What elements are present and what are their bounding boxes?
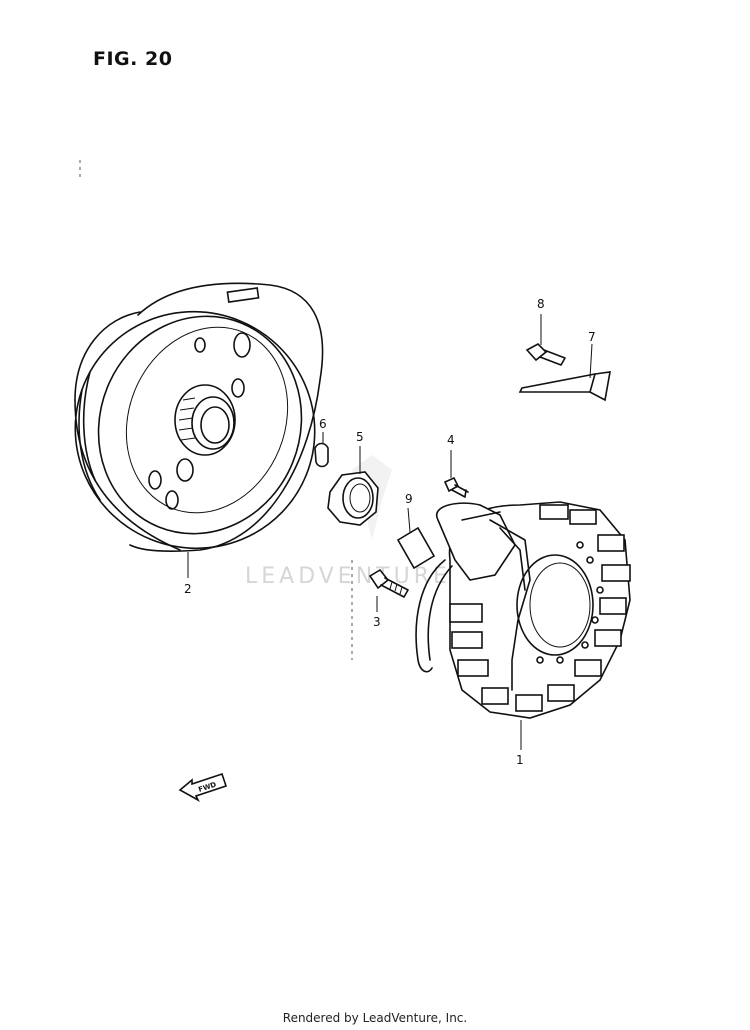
callout-8: 8 — [537, 297, 545, 311]
callout-3: 3 — [373, 615, 381, 629]
clamp-bolt — [525, 343, 566, 366]
flywheel-rotor — [74, 282, 324, 552]
rotor-nut — [327, 471, 379, 526]
long-bolt — [368, 568, 409, 598]
fwd-arrow-icon: FWD — [178, 772, 228, 802]
leader-lines — [187, 314, 593, 750]
callout-1: 1 — [516, 753, 524, 767]
small-bolt — [443, 476, 469, 498]
callout-6: 6 — [319, 417, 327, 431]
figure-title: FIG. 20 — [93, 48, 173, 70]
wire-clamp — [518, 371, 611, 402]
watermark-text: LEADVENTURE — [245, 564, 451, 589]
label-tag — [396, 526, 436, 570]
woodruff-key — [314, 442, 329, 468]
callout-7: 7 — [588, 330, 596, 344]
footer-credit: Rendered by LeadVenture, Inc. — [282, 1011, 468, 1025]
callout-2: 2 — [184, 582, 192, 596]
callout-4: 4 — [447, 433, 455, 447]
callout-5: 5 — [356, 430, 364, 444]
callout-9: 9 — [405, 492, 413, 506]
stator-assembly — [415, 501, 631, 719]
